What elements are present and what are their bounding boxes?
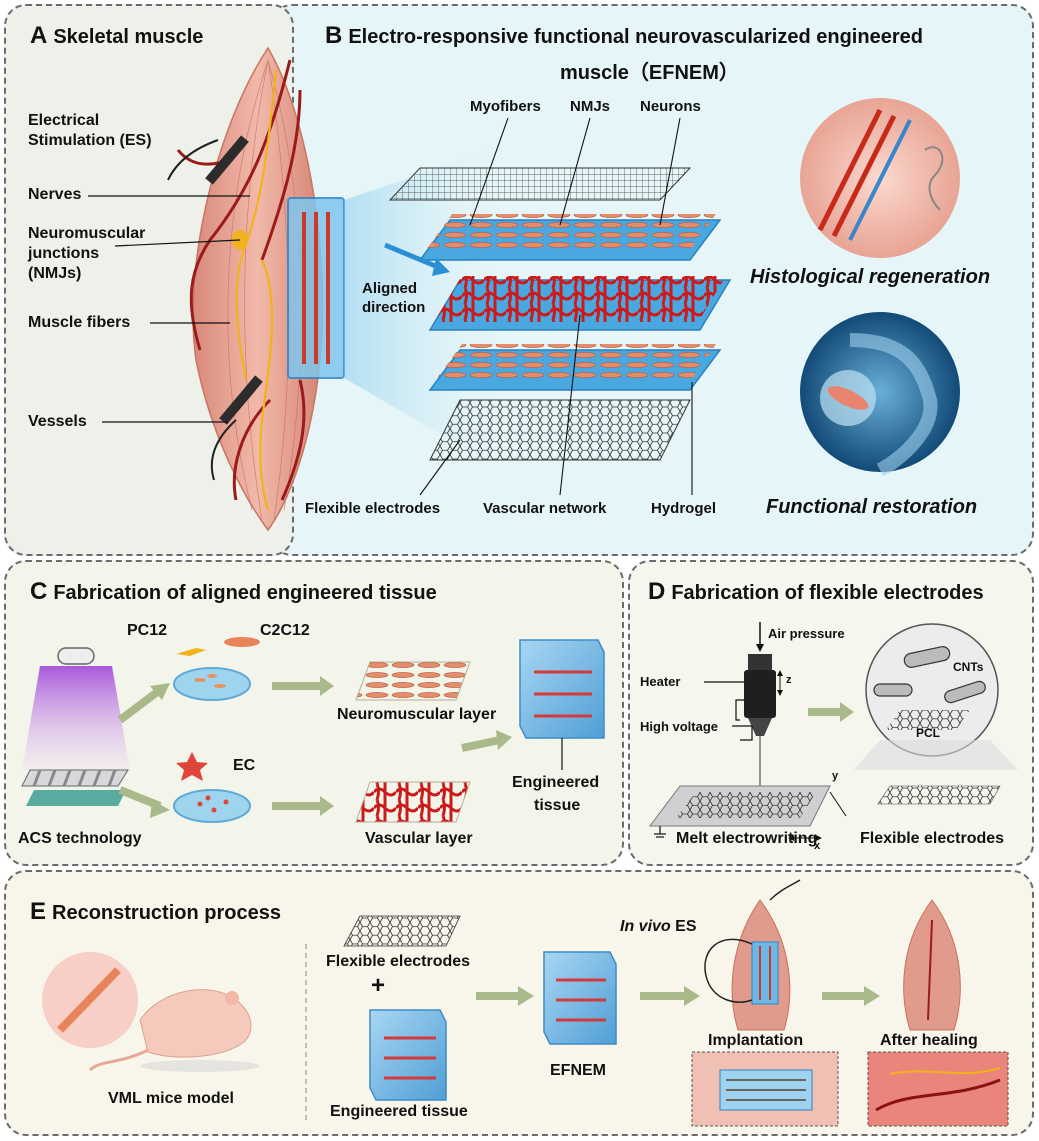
- label-es: ES: [675, 918, 697, 935]
- label-plus: +: [371, 972, 386, 999]
- label-vml-mice-model: VML mice model: [108, 1090, 234, 1107]
- label-heater: Heater: [640, 674, 681, 689]
- label-nmj-line1: Neuromuscular: [28, 225, 146, 242]
- label-c2c12: C2C12: [260, 622, 310, 639]
- panel-c-letter: C: [30, 578, 48, 605]
- label-in-vivo: In vivo: [620, 918, 671, 935]
- label-efnem: EFNEM: [550, 1062, 606, 1079]
- label-engineered-line1: Engineered: [512, 774, 600, 791]
- label-vascular-layer: Vascular layer: [365, 830, 473, 847]
- label-high-voltage: High voltage: [640, 719, 719, 734]
- panel-b-title-text: Electro-responsive functional neurovascu…: [348, 26, 923, 48]
- label-flexible-electrodes-b: Flexible electrodes: [305, 500, 441, 517]
- label-acs-technology: ACS technology: [18, 830, 142, 847]
- label-engineered-line2: tissue: [534, 797, 581, 814]
- label-pcl: PCL: [916, 726, 940, 740]
- label-nmj-line3: (NMJs): [28, 265, 82, 282]
- label-vessels: Vessels: [28, 413, 87, 430]
- panel-c-title-text: Fabrication of aligned engineered tissue: [53, 582, 437, 604]
- label-es-line2: Stimulation (ES): [28, 132, 152, 149]
- label-in-vivo-es: In vivo ES: [620, 918, 696, 936]
- panel-e-title-text: Reconstruction process: [52, 902, 281, 924]
- panel-d-title-text: Fabrication of flexible electrodes: [671, 582, 984, 604]
- label-engineered-tissue-e: Engineered tissue: [330, 1103, 468, 1120]
- label-functional-restoration: Functional restoration: [766, 496, 978, 518]
- label-vascular-network: Vascular network: [483, 500, 607, 517]
- label-nmjs: NMJs: [570, 98, 611, 115]
- label-histological-regeneration: Histological regeneration: [750, 266, 991, 288]
- label-melt-electrowriting: Melt electrowriting: [676, 830, 818, 847]
- panel-d-letter: D: [648, 578, 666, 605]
- label-es-line1: Electrical: [28, 112, 100, 129]
- label-nmj-line2: junctions: [28, 245, 100, 262]
- panel-e-letter: E: [30, 898, 47, 925]
- label-axis-x: x: [814, 840, 821, 852]
- label-axis-z: z: [786, 674, 792, 686]
- panel-b-title-line2: muscle（EFNEM）: [560, 62, 739, 84]
- label-implantation: Implantation: [708, 1032, 804, 1049]
- label-myofibers: Myofibers: [470, 98, 541, 115]
- label-aligned-line2: direction: [362, 299, 426, 316]
- label-ec: EC: [233, 757, 256, 774]
- label-muscle-fibers: Muscle fibers: [28, 314, 131, 331]
- label-nerves: Nerves: [28, 186, 82, 203]
- label-flexible-electrodes-d: Flexible electrodes: [860, 830, 1005, 847]
- label-neuromuscular-layer: Neuromuscular layer: [337, 706, 497, 723]
- label-pc12: PC12: [127, 622, 168, 639]
- label-cnts: CNTs: [953, 660, 984, 674]
- label-neurons: Neurons: [640, 98, 701, 115]
- label-aligned-line1: Aligned: [362, 280, 417, 297]
- label-hydrogel: Hydrogel: [651, 500, 717, 517]
- panel-b-letter: B: [325, 22, 343, 49]
- panel-a-leader-lines: [88, 195, 250, 423]
- panel-a-title-text: Skeletal muscle: [53, 26, 204, 48]
- label-axis-y: y: [832, 770, 839, 782]
- label-flexible-electrodes-e: Flexible electrodes: [326, 953, 471, 970]
- label-air-pressure: Air pressure: [768, 626, 845, 641]
- panel-a-letter: A: [30, 22, 48, 49]
- label-after-healing: After healing: [880, 1032, 978, 1049]
